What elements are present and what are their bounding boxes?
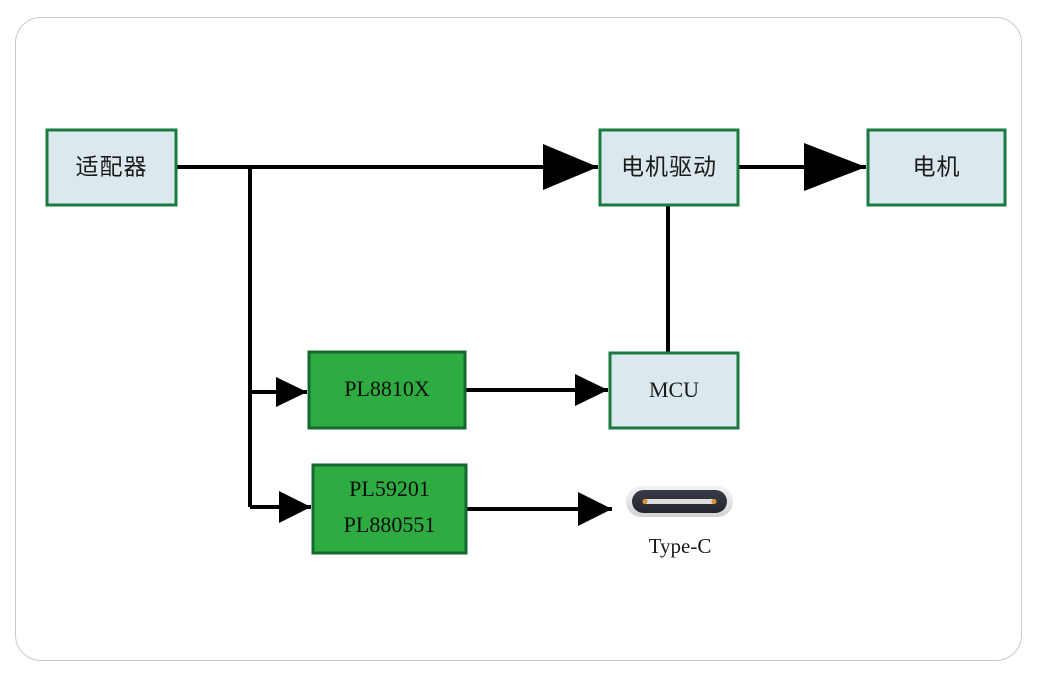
- edge-adapter-bus-to-pl8810x: [250, 377, 307, 407]
- adapter-block-label: 适配器: [76, 154, 148, 179]
- mcu-block[interactable]: MCU: [608, 351, 740, 430]
- arrowhead-pl59201: [279, 491, 311, 523]
- type-c-tongue: [644, 499, 715, 504]
- motor-driver-block-label: 电机驱动: [621, 154, 717, 179]
- motor-block[interactable]: 电机: [866, 128, 1007, 207]
- pl59201-block-label-line2: PL880551: [344, 512, 436, 537]
- arrowhead-type-c: [578, 492, 612, 526]
- edge-adapter-bus-to-pl59201: [250, 491, 311, 523]
- motor-block-label: 电机: [913, 154, 961, 179]
- arrowhead-mcu: [575, 374, 608, 406]
- pl8810x-block[interactable]: PL8810X: [307, 350, 467, 430]
- edge-pl8810x-to-mcu: [465, 374, 608, 406]
- mcu-block-label: MCU: [649, 377, 699, 402]
- edge-pl59201-to-type-c: [466, 492, 612, 526]
- adapter-block[interactable]: 适配器: [45, 128, 178, 207]
- type-c-pin-right: [711, 498, 717, 505]
- diagram-card: [15, 17, 1022, 661]
- edge-adapter-to-motor-driver: [176, 144, 598, 190]
- type-c-connector[interactable]: Type-C: [626, 486, 733, 558]
- motor-driver-block[interactable]: 电机驱动: [598, 128, 740, 207]
- pl59201-block-label-line1: PL59201: [349, 476, 430, 501]
- pl8810x-block-label: PL8810X: [344, 376, 430, 401]
- arrowhead-motor: [804, 143, 866, 191]
- pl59201-pl880551-block[interactable]: PL59201 PL880551: [311, 463, 468, 555]
- type-c-caption: Type-C: [649, 534, 712, 558]
- arrowhead-pl8810x: [276, 377, 307, 407]
- edge-motor-driver-to-motor: [738, 143, 866, 191]
- arrowhead-motor-driver: [543, 144, 598, 190]
- type-c-pin-left: [642, 498, 648, 505]
